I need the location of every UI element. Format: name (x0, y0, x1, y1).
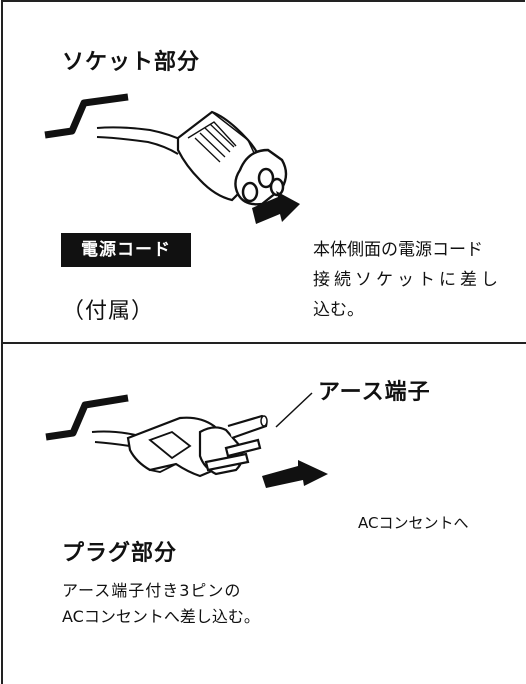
earth-terminal-label: アース端子 (318, 380, 431, 405)
accessory-label: （付属） (62, 299, 155, 324)
socket-instruction-line-3: 込む。 (313, 300, 364, 320)
plug-instruction-line-1: アース端子付き3ピンの (62, 581, 242, 600)
insert-arrow (252, 191, 300, 224)
cut-line-mark (45, 394, 129, 441)
blade-pin-1 (224, 438, 262, 458)
socket-section-heading: ソケット部分 (62, 50, 201, 75)
insert-arrow (262, 460, 328, 488)
socket-instruction-line-1: 本体側面の電源コード (313, 240, 483, 260)
socket-connector-illustration (44, 93, 300, 224)
cut-line-mark (44, 93, 129, 139)
blade-pin-2 (204, 452, 250, 472)
plug-section-heading: プラグ部分 (62, 541, 178, 566)
socket-instruction-line-2: 接続ソケットに差し (313, 270, 502, 290)
section-divider (1, 342, 526, 344)
power-cord-badge: 電源コード (61, 233, 191, 267)
outlet-label: ACコンセントへ (358, 514, 469, 532)
earth-terminal-leader (275, 392, 313, 428)
plug-instruction-line-2: ACコンセントへ差し込む。 (62, 607, 260, 626)
